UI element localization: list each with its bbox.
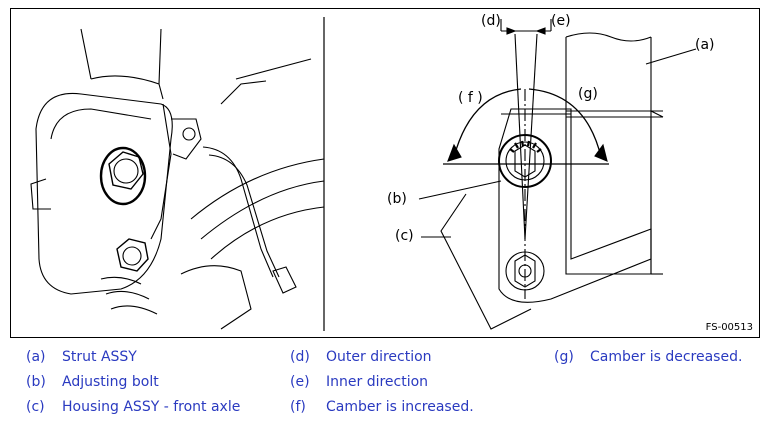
outer-direction-line <box>514 33 526 240</box>
strut-outline <box>565 37 652 275</box>
legend-key: (c) <box>26 399 45 415</box>
legend-text: Adjusting bolt <box>62 374 159 390</box>
left-view-drawing <box>30 28 325 330</box>
upper-bolt-hex <box>108 151 144 190</box>
legend-text: Camber is increased. <box>326 399 474 415</box>
washer-graduations <box>509 140 542 153</box>
figure-drawing <box>30 17 697 331</box>
legend-key: (e) <box>290 374 310 390</box>
callout-f: ( f ) <box>458 90 483 106</box>
legend-item-b: (b) Adjusting bolt <box>26 375 159 389</box>
callout-g: (g) <box>578 86 598 102</box>
callout-c: (c) <box>395 228 414 244</box>
knuckle-arm <box>498 108 652 303</box>
legend-key: (f) <box>290 399 306 415</box>
service-figure: (a) (b) (c) (d) (e) ( f ) (g) FS-00513 <box>10 8 760 338</box>
legend-item-f: (f) Camber is increased. <box>290 400 474 414</box>
legend-key: (g) <box>554 349 574 365</box>
camber-increase-arrow <box>453 88 522 158</box>
callout-b: (b) <box>387 191 407 207</box>
legend-key: (d) <box>290 349 310 365</box>
figure-code: FS-00513 <box>705 322 753 333</box>
right-view-drawing <box>418 19 697 330</box>
callout-e: (e) <box>551 13 571 29</box>
legend-text: Housing ASSY - front axle <box>62 399 241 415</box>
adjusting-bolt-highlight <box>99 146 147 206</box>
legend-item-c: (c) Housing ASSY - front axle <box>26 400 240 414</box>
legend-item-a: (a) Strut ASSY <box>26 350 137 364</box>
callout-a: (a) <box>695 37 715 53</box>
legend-text: Camber is decreased. <box>590 349 743 365</box>
legend-text: Outer direction <box>326 349 432 365</box>
legend-key: (a) <box>26 349 46 365</box>
legend-item-d: (d) Outer direction <box>290 350 432 364</box>
legend-text: Inner direction <box>326 374 429 390</box>
inner-direction-line <box>524 33 538 240</box>
camber-decrease-arrow <box>528 88 602 158</box>
callout-d: (d) <box>481 13 501 29</box>
legend-text: Strut ASSY <box>62 349 137 365</box>
legend-item-g: (g) Camber is decreased. <box>554 350 742 364</box>
legend-key: (b) <box>26 374 46 390</box>
legend-item-e: (e) Inner direction <box>290 375 428 389</box>
